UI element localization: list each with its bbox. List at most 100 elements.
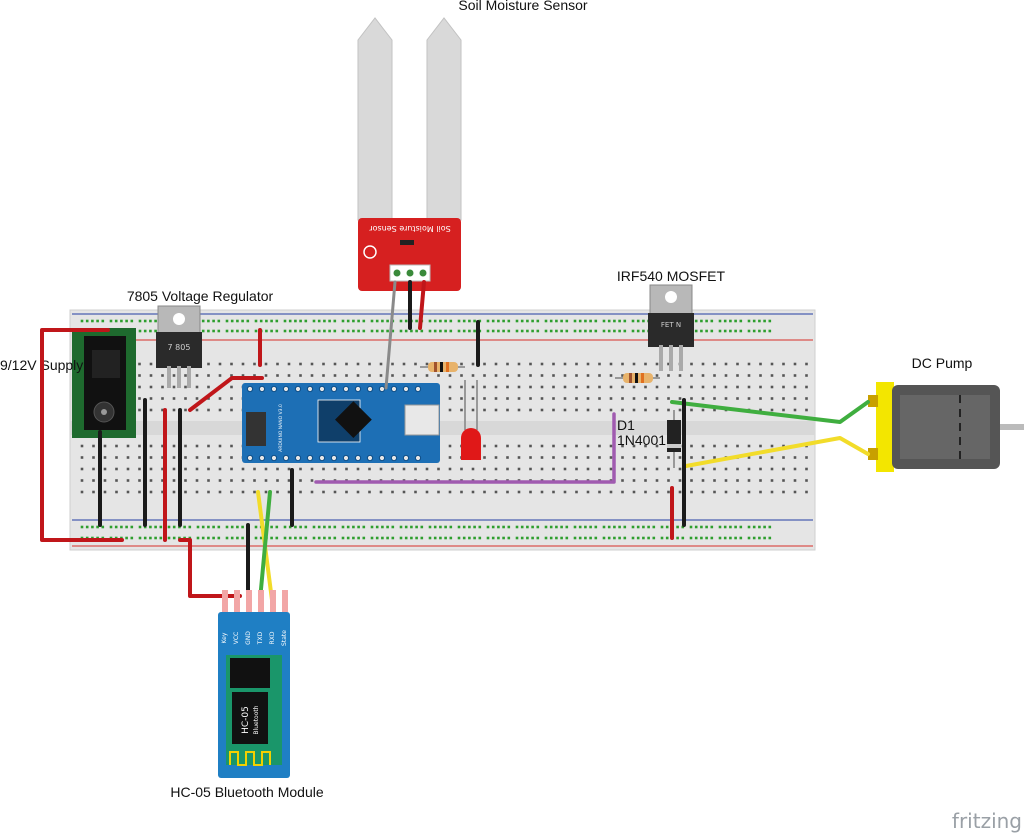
soil-moisture-sensor: Soil Moisture Sensor xyxy=(357,17,462,291)
breadboard-hole xyxy=(768,329,772,333)
breadboard-hole xyxy=(644,362,647,366)
breadboard-hole xyxy=(540,408,544,412)
breadboard-hole xyxy=(287,362,291,366)
breadboard-hole xyxy=(483,374,486,377)
breadboard-hole xyxy=(420,536,424,540)
breadboard-hole xyxy=(449,525,453,529)
breadboard-hole xyxy=(184,385,187,389)
breadboard-hole xyxy=(402,374,406,377)
breadboard-hole xyxy=(310,490,314,494)
breadboard-hole xyxy=(288,525,292,529)
breadboard-hole xyxy=(201,525,205,529)
breadboard-hole xyxy=(598,397,601,400)
breadboard-hole xyxy=(694,525,698,529)
breadboard-hole xyxy=(555,329,558,333)
breadboard-hole xyxy=(536,329,540,333)
breadboard-hole xyxy=(700,525,703,529)
breadboard-hole xyxy=(299,490,302,494)
breadboard-hole xyxy=(690,444,693,448)
breadboard-hole xyxy=(207,319,210,323)
breadboard-hole xyxy=(92,490,95,494)
breadboard-hole xyxy=(497,319,500,323)
breadboard-hole xyxy=(529,467,532,471)
breadboard-hole xyxy=(723,329,727,333)
breadboard-hole xyxy=(517,490,521,494)
breadboard-hole xyxy=(667,374,670,377)
breadboard-hole xyxy=(444,525,447,529)
breadboard-hole xyxy=(713,456,716,459)
breadboard-hole xyxy=(752,536,756,540)
breadboard-hole xyxy=(752,329,756,333)
breadboard-hole xyxy=(665,525,669,529)
breadboard-hole xyxy=(701,397,705,400)
breadboard-hole xyxy=(621,408,624,412)
breadboard-hole xyxy=(560,525,563,529)
breadboard-hole xyxy=(381,319,384,323)
breadboard-hole xyxy=(758,319,761,323)
breadboard-hole xyxy=(607,525,611,529)
breadboard-hole xyxy=(420,329,424,333)
breadboard-hole xyxy=(531,525,534,529)
breadboard-hole xyxy=(241,525,244,529)
breadboard-hole xyxy=(602,329,606,333)
breadboard-hole xyxy=(230,444,233,448)
breadboard-hole xyxy=(120,525,123,529)
breadboard-hole xyxy=(552,385,555,389)
breadboard-hole xyxy=(758,536,761,540)
dc-pump xyxy=(868,382,1024,472)
breadboard-hole xyxy=(494,408,498,412)
breadboard-hole xyxy=(241,536,244,540)
hc05-sub-silkscreen: Bluetooth xyxy=(253,705,260,734)
breadboard-hole xyxy=(497,329,500,333)
breadboard-hole xyxy=(594,536,598,540)
breadboard-hole xyxy=(275,536,279,540)
breadboard-hole xyxy=(598,385,601,389)
breadboard-hole xyxy=(230,374,233,377)
breadboard-hole xyxy=(391,467,394,471)
breadboard-hole xyxy=(471,385,475,389)
breadboard-hole xyxy=(678,490,682,494)
soil-sensor-label: Soil Moisture Sensor xyxy=(458,0,588,13)
breadboard-hole xyxy=(346,536,350,540)
breadboard-hole xyxy=(299,479,302,482)
breadboard-hole xyxy=(149,329,152,333)
breadboard-hole xyxy=(736,467,739,471)
fritzing-watermark: fritzing xyxy=(952,809,1022,833)
breadboard-hole xyxy=(759,479,762,482)
breadboard-hole xyxy=(379,490,383,494)
breadboard-hole xyxy=(701,490,705,494)
breadboard-hole xyxy=(607,319,611,323)
breadboard-hole xyxy=(218,374,222,377)
breadboard-hole xyxy=(540,385,544,389)
breadboard-hole xyxy=(494,362,498,366)
wire-gate-signal xyxy=(314,412,616,484)
breadboard-hole xyxy=(375,329,379,333)
breadboard-hole xyxy=(161,456,164,459)
breadboard-hole xyxy=(770,362,774,366)
nano-pin xyxy=(414,454,422,462)
breadboard-hole xyxy=(276,479,279,482)
breadboard-hole xyxy=(529,444,532,448)
breadboard-hole xyxy=(143,536,147,540)
breadboard-hole xyxy=(531,329,534,333)
breadboard-hole xyxy=(379,467,383,471)
breadboard-hole xyxy=(770,408,774,412)
breadboard-hole xyxy=(172,374,176,377)
breadboard-hole xyxy=(676,536,679,540)
breadboard-hole xyxy=(368,490,371,494)
breadboard-hole xyxy=(526,525,529,529)
breadboard-hole xyxy=(793,467,797,471)
breadboard-hole xyxy=(632,444,636,448)
breadboard-hole xyxy=(667,479,670,482)
breadboard-hole xyxy=(736,397,739,400)
breadboard-hole xyxy=(109,319,113,323)
breadboard-hole xyxy=(172,479,176,482)
breadboard-hole xyxy=(644,444,647,448)
breadboard-hole xyxy=(690,467,693,471)
breadboard-hole xyxy=(729,536,732,540)
breadboard-hole xyxy=(161,444,164,448)
breadboard-hole xyxy=(270,525,273,529)
breadboard-hole xyxy=(207,467,210,471)
breadboard-hole xyxy=(468,319,471,323)
breadboard-hole xyxy=(782,374,785,377)
